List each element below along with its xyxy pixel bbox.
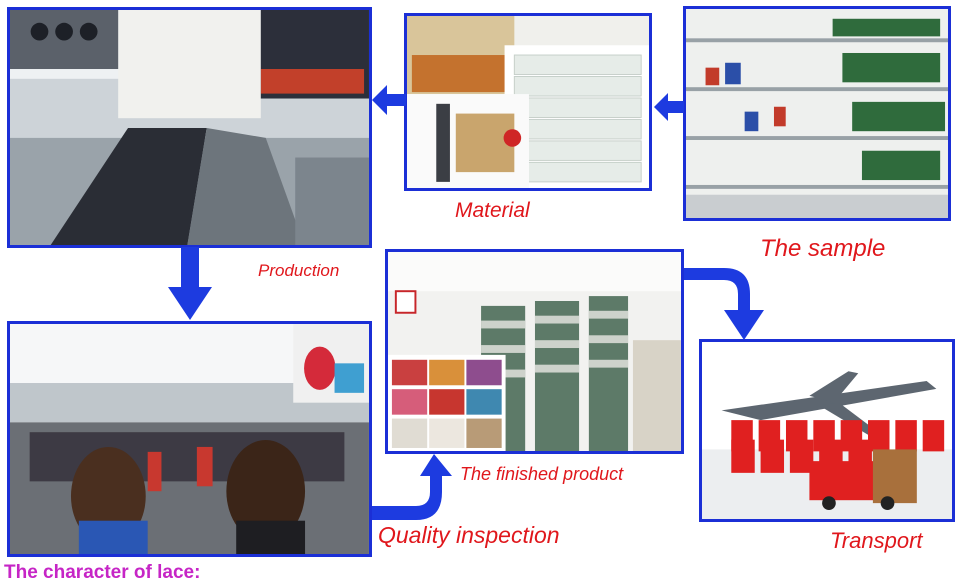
arrow-production-to-quality [168,247,212,320]
production-label: Production [258,261,340,280]
caption-text: The character of lace: [4,562,201,583]
production-photo [10,10,369,245]
quality-inspection-label: Quality inspection [378,522,560,548]
transport-photo [702,342,952,519]
arrow-sample-to-material [654,93,684,121]
quality-inspection-panel [7,321,372,557]
sample-label: The sample [760,235,886,262]
material-label: Material [455,199,530,222]
material-photo [407,16,649,188]
finished-product-panel [385,249,684,454]
finished-product-photo [388,252,681,451]
sample-panel [683,6,951,221]
production-panel [7,7,372,248]
arrow-finished-to-transport [684,268,764,340]
transport-panel [699,339,955,522]
arrow-material-to-production [372,85,406,115]
finished-product-label: The finished product [460,464,624,484]
sample-photo [686,9,948,218]
quality-inspection-photo [10,324,369,554]
transport-label: Transport [830,528,923,553]
arrow-quality-to-finished [372,454,452,520]
material-panel [404,13,652,191]
